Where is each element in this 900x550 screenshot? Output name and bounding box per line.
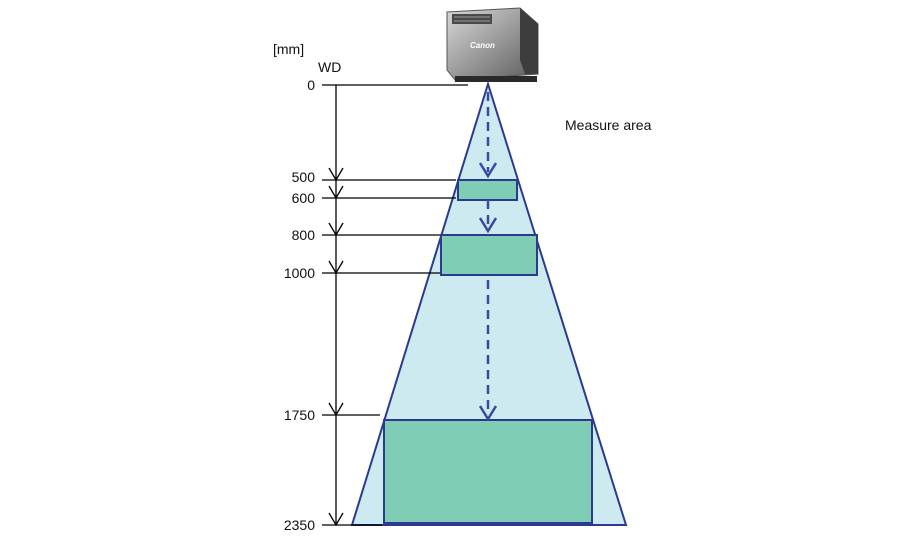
measurement-cone: [350, 80, 628, 526]
measure-area-500-600: [457, 179, 518, 201]
unit-label: [mm]: [273, 41, 304, 57]
wd-label-1750: 1750: [284, 407, 315, 423]
wd-label-800: 800: [292, 227, 316, 243]
camera-device: Canon: [446, 7, 539, 82]
measure-area-label: Measure area: [565, 117, 652, 133]
wd-label-2350: 2350: [284, 517, 315, 533]
wd-scale: [322, 84, 468, 527]
measure-area-1750-2350: [383, 419, 593, 524]
camera-brand-label: Canon: [470, 41, 495, 50]
dashed-arrows: [478, 92, 498, 422]
wd-label-500: 500: [292, 169, 316, 185]
wd-label-1000: 1000: [284, 265, 315, 281]
wd-label-0: 0: [307, 77, 315, 93]
measure-area-800-1000: [440, 234, 538, 276]
axis-label-wd: WD: [318, 59, 341, 75]
wd-label-600: 600: [292, 190, 316, 206]
